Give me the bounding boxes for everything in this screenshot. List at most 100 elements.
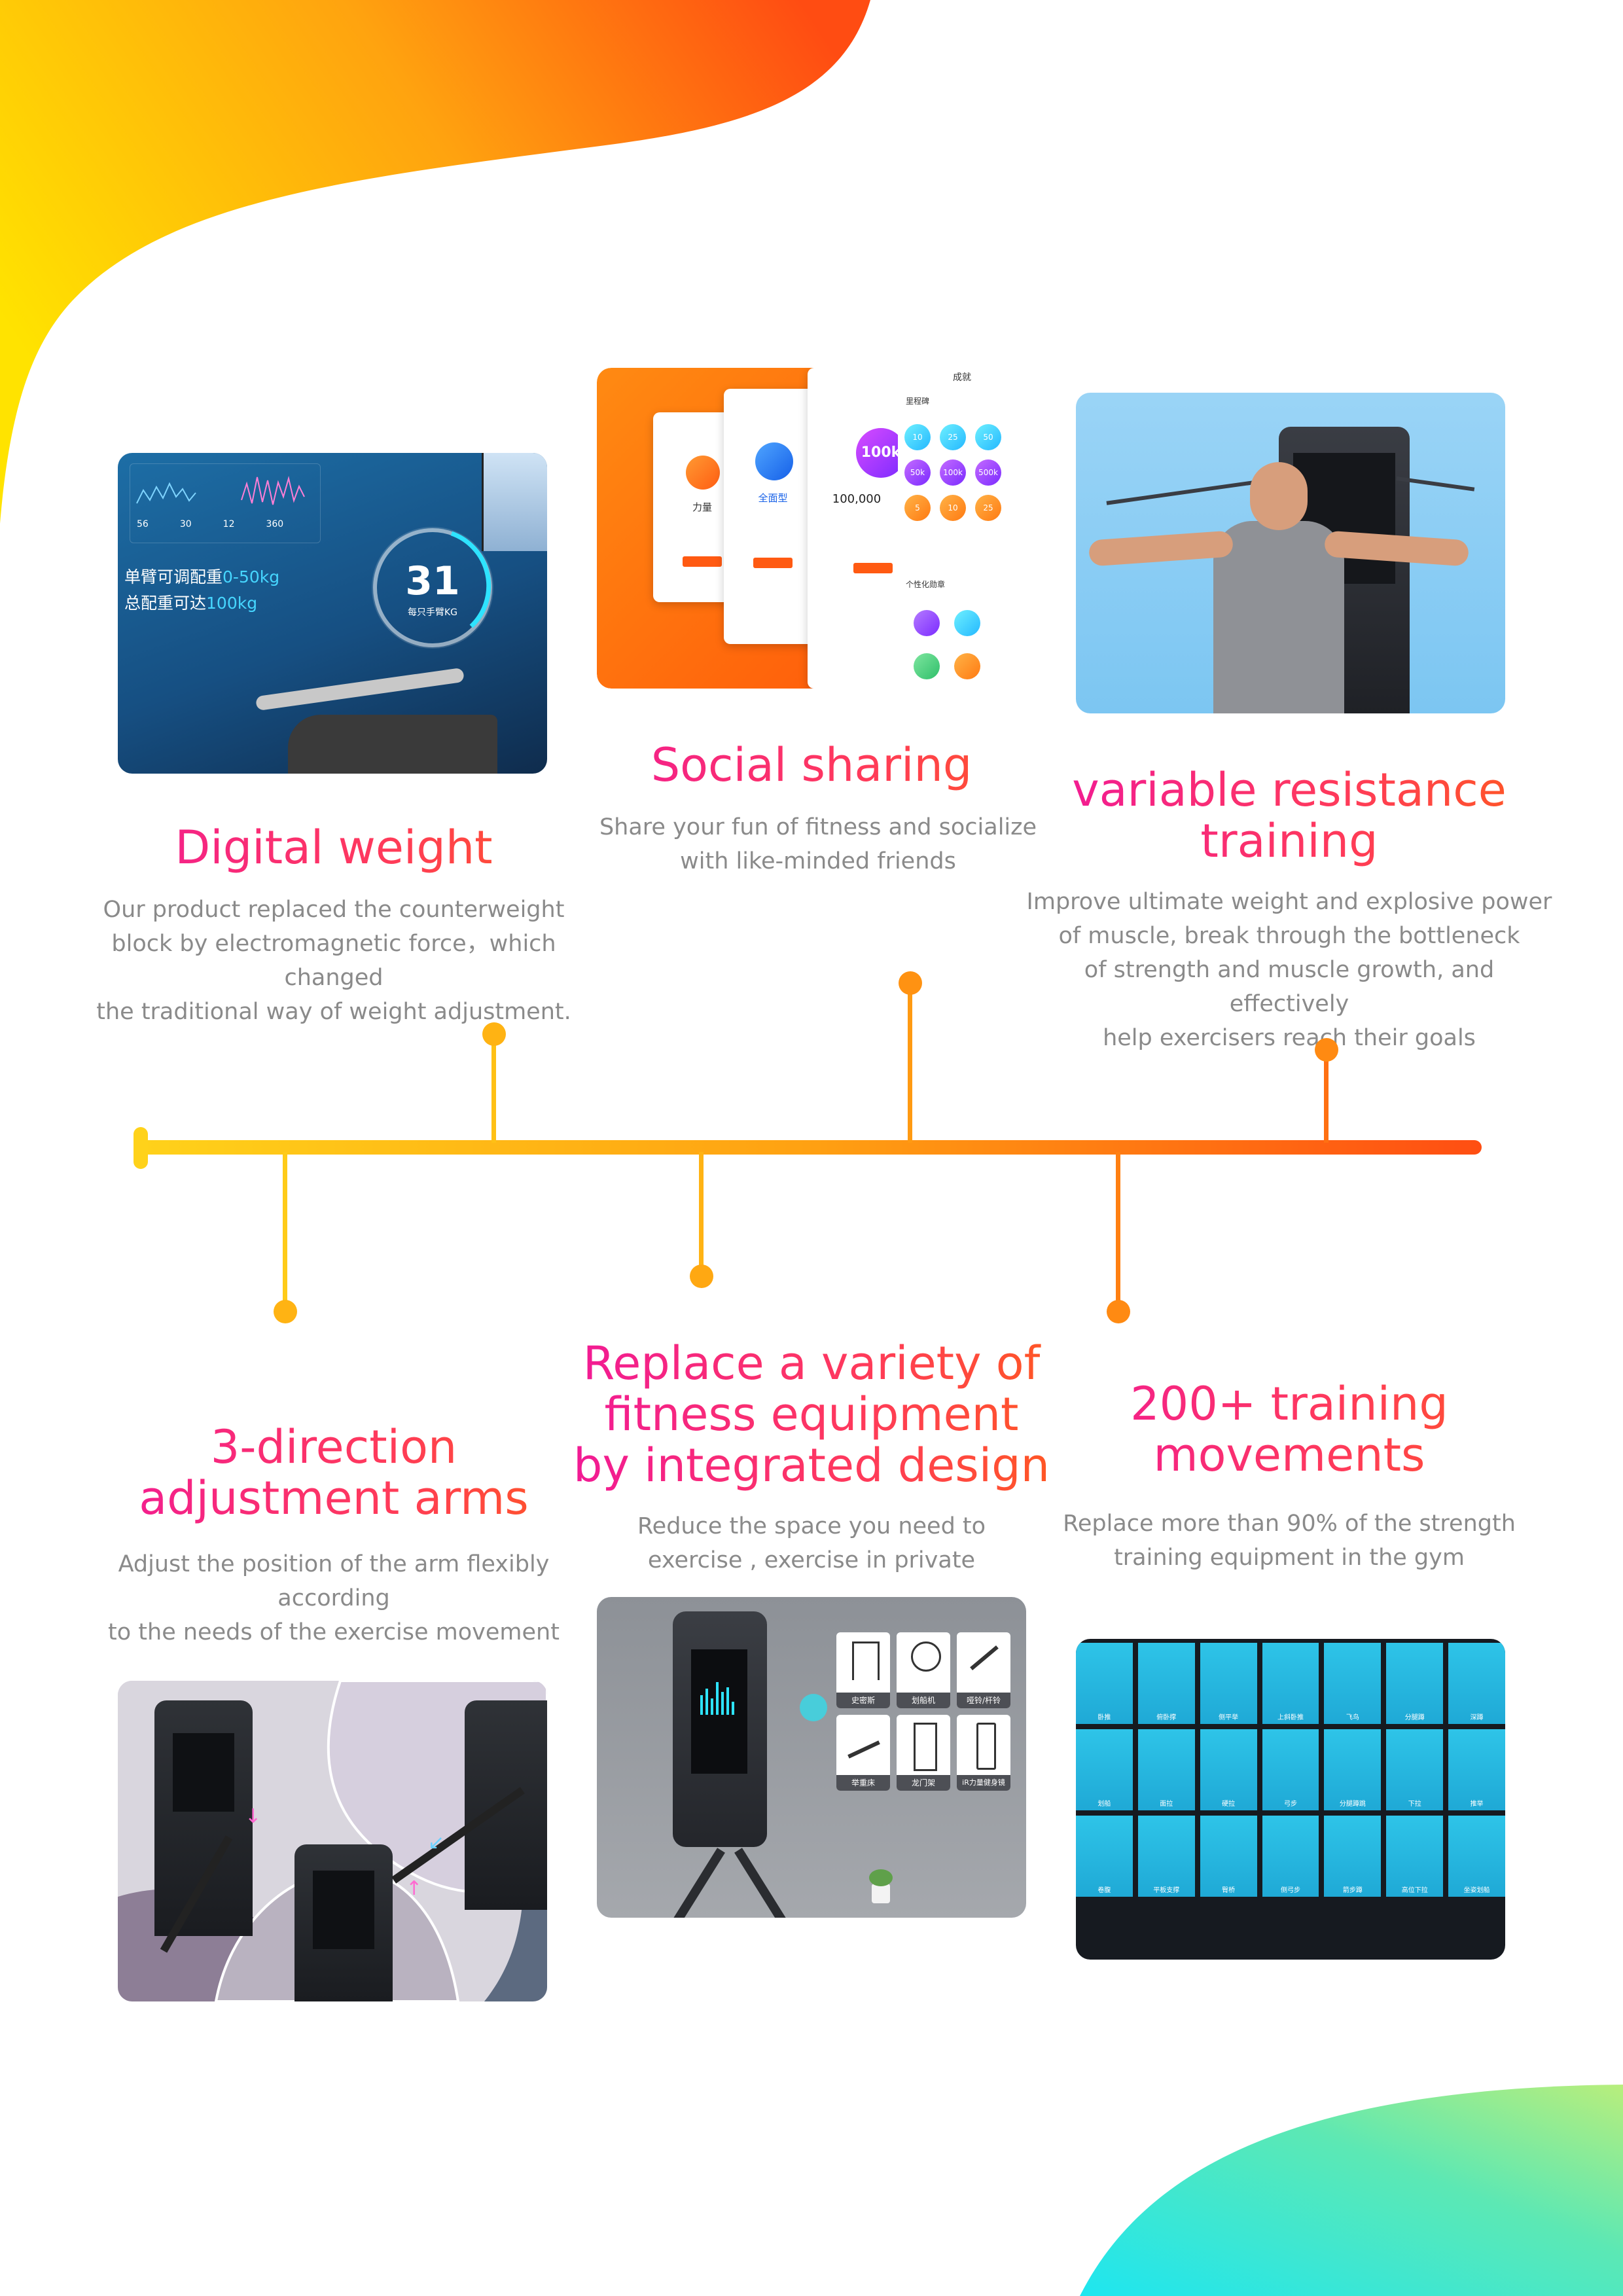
movement-tile: 面拉 — [1137, 1729, 1195, 1810]
stat-2: 30 — [179, 519, 192, 529]
timeline-stem-social-sharing — [908, 983, 912, 1143]
movement-tile: 箭步蹲 — [1324, 1816, 1382, 1897]
total-weight-line: 总配重可达100kg — [124, 594, 258, 613]
milestone-badge: 100k — [940, 459, 966, 486]
timeline-dot-variable-resistance — [1315, 1038, 1338, 1062]
weight-dial: 31 每只手臂KG — [373, 528, 492, 647]
movement-tile: 上斜卧推 — [1262, 1643, 1319, 1724]
movement-tile: 卷腹 — [1076, 1816, 1133, 1897]
machine-left — [154, 1700, 253, 1936]
equipment-item: 划船机 — [897, 1632, 950, 1708]
badge-100k: 100k — [856, 428, 906, 478]
bottom-right-gradient-blob — [1080, 2085, 1623, 2296]
dial-value: 31 — [405, 558, 460, 604]
milestone-badge: 50k — [904, 459, 931, 486]
movement-tile: 硬拉 — [1200, 1729, 1257, 1810]
timeline-stem-adjustment-arms — [283, 1152, 287, 1309]
stat-1: 56 — [137, 519, 149, 529]
movement-tile: 分腿蹲跳 — [1324, 1729, 1382, 1810]
arrow-diagonal-icon: ↙ — [428, 1831, 445, 1854]
timeline-stem-integrated-design — [699, 1152, 704, 1276]
movement-tile: 俯卧撑 — [1137, 1643, 1195, 1724]
integrated-design-desc: Reduce the space you need to exercise , … — [637, 1513, 986, 1573]
stat-4: 360 — [266, 519, 284, 529]
phone-card-2: 全面型 — [724, 389, 822, 644]
movement-tile: 划船 — [1076, 1729, 1133, 1810]
equipment-item: 举重床 — [836, 1715, 890, 1791]
machine-leg-left — [662, 1848, 725, 1918]
equipment-connector-icon — [800, 1694, 827, 1721]
milestone-badge: 5 — [904, 495, 931, 521]
variable-resistance-title: variable resistance training — [1027, 764, 1551, 867]
timeline-bar — [134, 1140, 1482, 1155]
equipment-item: 龙门架 — [897, 1715, 950, 1791]
movement-tile: 平板支撑 — [1137, 1816, 1195, 1897]
machine-front — [673, 1611, 767, 1847]
movement-tile: 深蹲 — [1448, 1643, 1505, 1724]
movement-grid: 卧推 俯卧撑 侧平举 上斜卧推 飞鸟 分腿蹲 深蹲 划船 面拉 硬拉 弓步 分腿… — [1076, 1639, 1505, 1960]
movement-tile: 高位下拉 — [1386, 1816, 1444, 1897]
digital-weight-desc: Our product replaced the counterweight b… — [96, 897, 571, 1025]
equipment-grid: 史密斯 划船机 哑铃/杆铃 举重床 龙门架 iR力量健身镜 — [836, 1632, 1010, 1791]
social-sharing-desc: Share your fun of fitness and socialize … — [599, 814, 1037, 874]
arrow-down-icon: ↓ — [245, 1805, 262, 1828]
variable-resistance-desc: Improve ultimate weight and explosive po… — [1026, 889, 1552, 1051]
training-movements-desc: Replace more than 90% of the strength tr… — [1063, 1511, 1516, 1571]
adjustment-arms-desc: Adjust the position of the arm flexibly … — [108, 1551, 560, 1645]
top-left-gradient-blob — [0, 0, 870, 524]
movement-tile: 分腿蹲 — [1386, 1643, 1444, 1724]
person-torso — [1213, 521, 1344, 713]
milestone-badge: 10 — [940, 495, 966, 521]
timeline-stem-digital-weight — [491, 1034, 496, 1143]
timeline-dot-adjustment-arms — [274, 1300, 297, 1323]
variable-resistance-image — [1076, 393, 1505, 713]
milestone-badge: 10 — [904, 424, 931, 450]
milestone-badge: 500k — [975, 459, 1001, 486]
machine-center — [294, 1844, 393, 2001]
achievements-panel: 成就 里程碑 10 25 50 50k 100k 500k 5 10 25 个性… — [898, 368, 1026, 689]
movement-tile: 侧弓步 — [1262, 1816, 1319, 1897]
integrated-design-image: 史密斯 划船机 哑铃/杆铃 举重床 龙门架 iR力量健身镜 — [597, 1597, 1026, 1918]
timeline-dot-training-movements — [1107, 1300, 1130, 1323]
mirror-video — [482, 453, 547, 551]
bench-person — [157, 667, 497, 774]
arrow-up-icon: ↑ — [406, 1877, 423, 1900]
movement-tile: 推举 — [1448, 1729, 1505, 1810]
movement-tile: 卧推 — [1076, 1643, 1133, 1724]
movement-tile: 臀桥 — [1200, 1816, 1257, 1897]
timeline-dot-digital-weight — [482, 1022, 506, 1046]
timeline-stem-training-movements — [1116, 1152, 1120, 1309]
timeline-dot-integrated-design — [690, 1265, 713, 1288]
movement-tile: 侧平举 — [1200, 1643, 1257, 1724]
chart-panel: 56 30 12 360 — [130, 463, 321, 543]
movement-tile: 坐姿划船 — [1448, 1816, 1505, 1897]
digital-weight-title: Digital weight — [72, 822, 596, 873]
movement-tile: 下拉 — [1386, 1729, 1444, 1810]
integrated-design-title: Replace a variety of fitness equipment b… — [550, 1338, 1073, 1491]
person-left-arm — [1088, 530, 1234, 567]
weight-range-line: 单臂可调配重0-50kg — [124, 567, 280, 586]
timeline-stem-variable-resistance — [1324, 1050, 1329, 1143]
milestone-badge: 50 — [975, 424, 1001, 450]
milestone-badge: 25 — [940, 424, 966, 450]
machine-leg-right — [734, 1848, 798, 1918]
digital-weight-image: 56 30 12 360 单臂可调配重0-50kg 总配重可达100kg 31 … — [118, 453, 547, 774]
equipment-item: iR力量健身镜 — [957, 1715, 1010, 1791]
plant-decoration — [865, 1865, 898, 1905]
movement-tile: 弓步 — [1262, 1729, 1319, 1810]
milestone-badge: 25 — [975, 495, 1001, 521]
timeline-start-cap — [134, 1127, 148, 1169]
timeline-dot-social-sharing — [899, 971, 922, 995]
training-movements-title: 200+ training movements — [1027, 1378, 1551, 1480]
adjustment-arms-image: ↓ ↙ ↑ — [118, 1681, 547, 2001]
equipment-item: 哑铃/杆铃 — [957, 1632, 1010, 1708]
social-sharing-image: 力量 全面型 100k 100,000 成就 里程碑 10 25 50 50k … — [597, 368, 1026, 689]
equipment-item: 史密斯 — [836, 1632, 890, 1708]
stat-3: 12 — [223, 519, 235, 529]
person-head — [1250, 462, 1308, 530]
adjustment-arms-title: 3-direction adjustment arms — [72, 1422, 596, 1524]
phone-card-3: 100k 100,000 — [808, 368, 906, 689]
dial-unit: 每只手臂KG — [407, 607, 458, 618]
movement-tile: 飞鸟 — [1324, 1643, 1382, 1724]
social-sharing-title: Social sharing — [550, 740, 1073, 791]
